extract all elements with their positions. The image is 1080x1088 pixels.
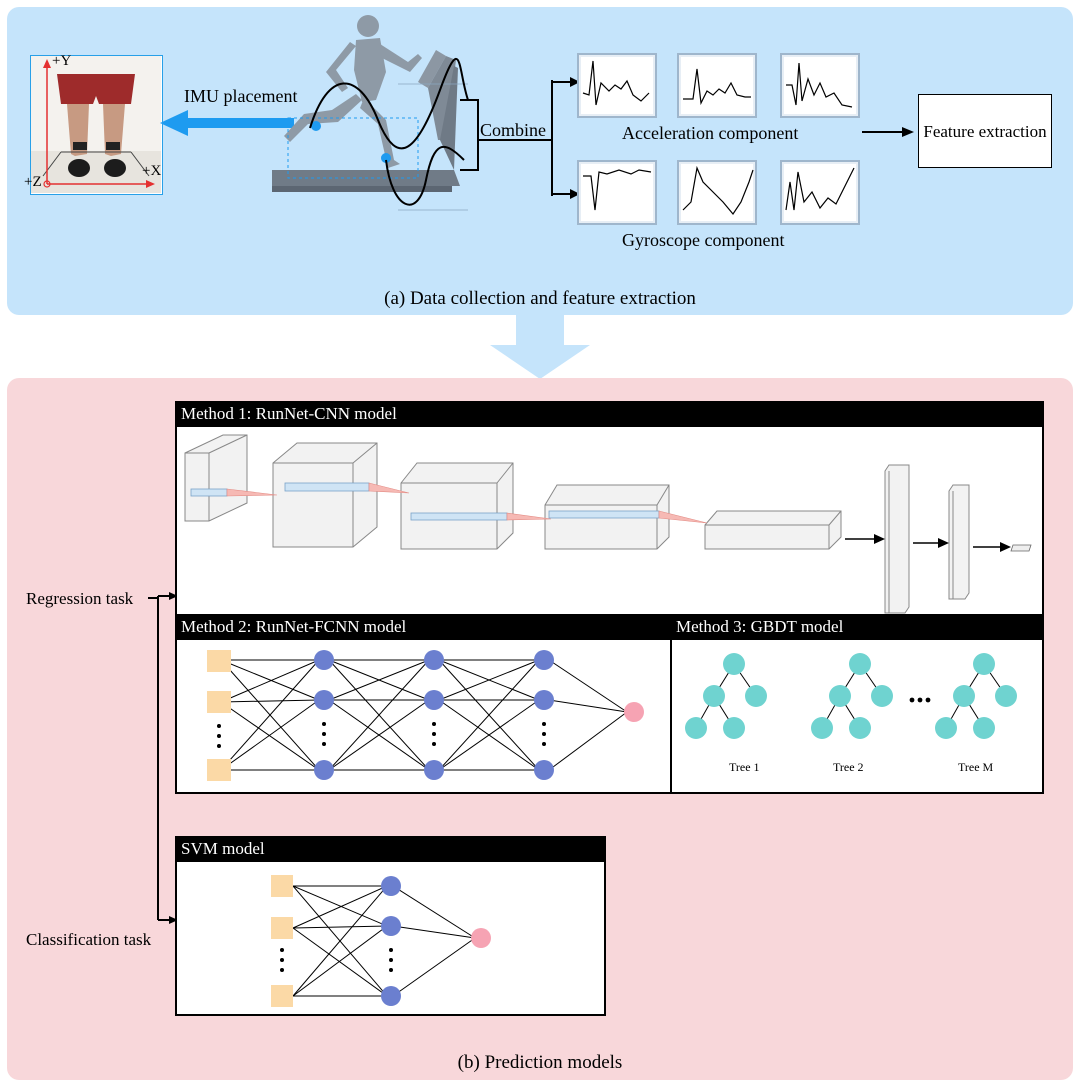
cnn-architecture-diagram xyxy=(184,434,1032,614)
panel-a-caption: (a) Data collection and feature extracti… xyxy=(384,288,696,309)
regression-task-label: Regression task xyxy=(26,589,134,608)
tree-2-label: Tree 2 xyxy=(833,760,864,774)
svm-title: SVM model xyxy=(177,838,604,862)
method3-box: Method 3: GBDT model xyxy=(670,614,1044,794)
gyro-plot-1 xyxy=(577,160,657,225)
gbdt-diagram xyxy=(685,653,1017,739)
svm-box: SVM model xyxy=(175,836,606,1016)
runner-treadmill-illustration xyxy=(272,15,469,211)
legs-photo-illustration xyxy=(31,56,161,193)
accel-plot-2 xyxy=(677,53,757,118)
panel-b-caption: (b) Prediction models xyxy=(457,1052,623,1073)
combine-label: Combine xyxy=(480,120,546,140)
imu-placement-photo xyxy=(30,55,163,195)
imu-placement-label: IMU placement xyxy=(184,86,298,106)
gyro-plot-3 xyxy=(780,160,860,225)
method1-title: Method 1: RunNet-CNN model xyxy=(177,403,1042,427)
method1-box: Method 1: RunNet-CNN model xyxy=(175,401,1044,616)
task-bracket xyxy=(148,592,178,924)
method3-title: Method 3: GBDT model xyxy=(672,616,1042,640)
axis-y-label: +Y xyxy=(52,53,72,69)
data-collection-panel xyxy=(7,7,1073,315)
classification-task-label: Classification task xyxy=(26,930,152,949)
method2-box: Method 2: RunNet-FCNN model xyxy=(175,614,673,794)
acceleration-label: Acceleration component xyxy=(622,123,799,143)
method2-title: Method 2: RunNet-FCNN model xyxy=(177,616,671,640)
tree-m-label: Tree M xyxy=(958,760,994,774)
tree-1-label: Tree 1 xyxy=(729,760,760,774)
accel-plot-3 xyxy=(780,53,860,118)
imu-placement-arrow xyxy=(160,110,294,136)
svm-diagram xyxy=(271,875,491,1007)
axis-x-label: +X xyxy=(142,163,162,179)
feature-extraction-box: Feature extraction xyxy=(918,94,1052,168)
to-feature-arrow xyxy=(862,127,914,137)
axis-z-label: +Z xyxy=(24,174,42,190)
gyroscope-label: Gyroscope component xyxy=(622,230,785,250)
fcnn-diagram xyxy=(207,650,644,781)
accel-plot-1 xyxy=(577,53,657,118)
combine-connector xyxy=(460,77,580,199)
gyro-plot-2 xyxy=(677,160,757,225)
flow-down-arrow xyxy=(490,315,590,379)
